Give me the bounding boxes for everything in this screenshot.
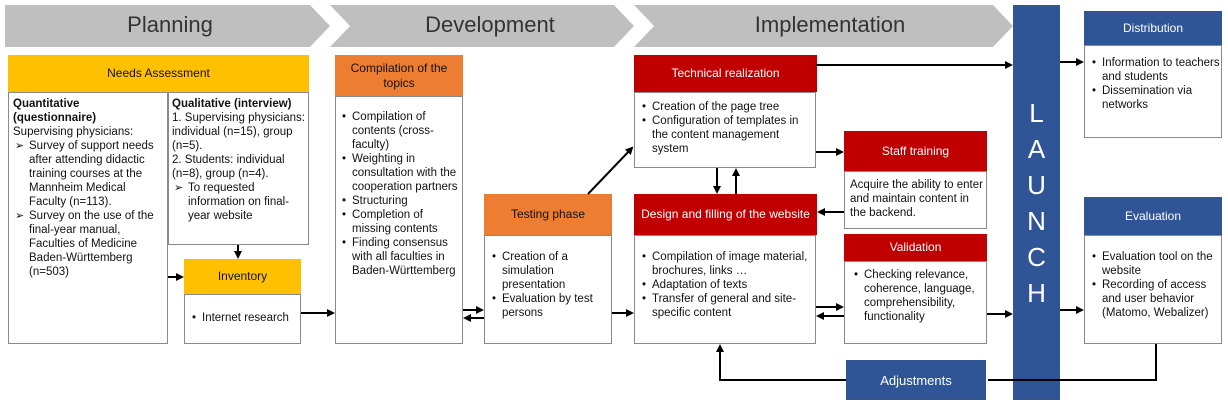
inventory-item: Internet research	[192, 311, 300, 325]
testing-header: Testing phase	[484, 194, 612, 235]
quantitative-item: Survey on the use of the final-year manu…	[15, 209, 165, 279]
design-item: Compilation of image material, brochures…	[642, 250, 816, 278]
technical-header: Technical realization	[634, 55, 817, 92]
validation-header: Validation	[844, 234, 987, 261]
qualitative-item: To requested information on final-year w…	[174, 181, 306, 223]
design-header: Design and filling of the website	[634, 194, 817, 235]
quantitative-item: Survey of support needs after attending …	[15, 139, 165, 209]
launch-letter: A	[1027, 133, 1046, 164]
design-content: Compilation of image material, brochures…	[638, 250, 816, 320]
launch-bar: L A U N C H	[1013, 5, 1060, 400]
evaluation-item: Recording of access and user behavior (M…	[1092, 278, 1220, 320]
qualitative-line-1: 1. Supervising physicians: individual (n…	[172, 112, 305, 152]
technical-item: Configuration of templates in the conten…	[642, 114, 816, 156]
arrow-evaluation-to-adjustments	[988, 344, 1157, 381]
compilation-item: Weighting in consultation with the coope…	[342, 152, 461, 194]
staff-training-header: Staff training	[844, 131, 987, 171]
quantitative-content: Quantitative (questionnaire) Supervising…	[13, 97, 165, 279]
phase-label-implementation: Implementation	[754, 12, 906, 37]
chevron-planning	[5, 5, 330, 47]
evaluation-item: Evaluation tool on the website	[1092, 250, 1220, 278]
design-item: Adaptation of texts	[642, 278, 816, 292]
launch-letter: H	[1027, 277, 1046, 308]
testing-content: Creation of a simulation presentation Ev…	[488, 250, 610, 320]
distribution-item: Information to teachers and students	[1092, 56, 1220, 84]
launch-letter: L	[1029, 97, 1044, 128]
compilation-item: Completion of missing contents	[342, 208, 461, 236]
validation-item: Checking relevance, coherence, language,…	[854, 268, 985, 324]
needs-assessment-header: Needs Assessment	[8, 55, 309, 92]
compilation-content: Compilation of contents (cross-faculty) …	[338, 110, 461, 278]
chevron-implementation	[634, 5, 1013, 47]
testing-item: Evaluation by test persons	[492, 292, 610, 320]
arrow-testing-to-technical	[587, 146, 634, 195]
launch-letter: C	[1027, 241, 1046, 272]
distribution-item: Dissemination via networks	[1092, 84, 1220, 112]
arrow-adjustments-to-design	[716, 344, 846, 381]
staff-training-text: Acquire the ability to enter and maintai…	[850, 179, 983, 219]
technical-content: Creation of the page tree Configuration …	[638, 100, 816, 156]
phase-label-planning: Planning	[127, 12, 213, 37]
inventory-content: Internet research	[188, 311, 300, 325]
compilation-header: Compilation of the topics	[335, 55, 463, 96]
distribution-content: Information to teachers and students Dis…	[1088, 56, 1220, 112]
qualitative-content: Qualitative (interview) 1. Supervising p…	[172, 97, 306, 223]
launch-letter: U	[1027, 169, 1046, 200]
chevron-development	[330, 5, 634, 47]
evaluation-header: Evaluation	[1084, 197, 1222, 235]
validation-content: Checking relevance, coherence, language,…	[850, 268, 985, 324]
compilation-item: Finding consensus with all faculties in …	[342, 236, 461, 278]
compilation-item: Structuring	[342, 194, 461, 208]
distribution-header: Distribution	[1084, 11, 1222, 45]
phase-label-development: Development	[425, 12, 555, 37]
quantitative-title: Quantitative (questionnaire)	[13, 98, 97, 124]
testing-item: Creation of a simulation presentation	[492, 250, 610, 292]
compilation-item: Compilation of contents (cross-faculty)	[342, 110, 461, 152]
qualitative-line-2: 2. Students: individual (n=8), group (n=…	[172, 154, 285, 180]
technical-item: Creation of the page tree	[642, 100, 816, 114]
design-item: Transfer of general and site-specific co…	[642, 292, 816, 320]
adjustments-box: Adjustments	[846, 360, 986, 400]
evaluation-content: Evaluation tool on the website Recording…	[1088, 250, 1220, 320]
launch-letter: N	[1027, 205, 1046, 236]
staff-training-box	[844, 171, 987, 229]
quantitative-subtitle: Supervising physicians:	[13, 126, 134, 138]
qualitative-title: Qualitative (interview)	[172, 98, 292, 110]
inventory-header: Inventory	[184, 259, 301, 294]
